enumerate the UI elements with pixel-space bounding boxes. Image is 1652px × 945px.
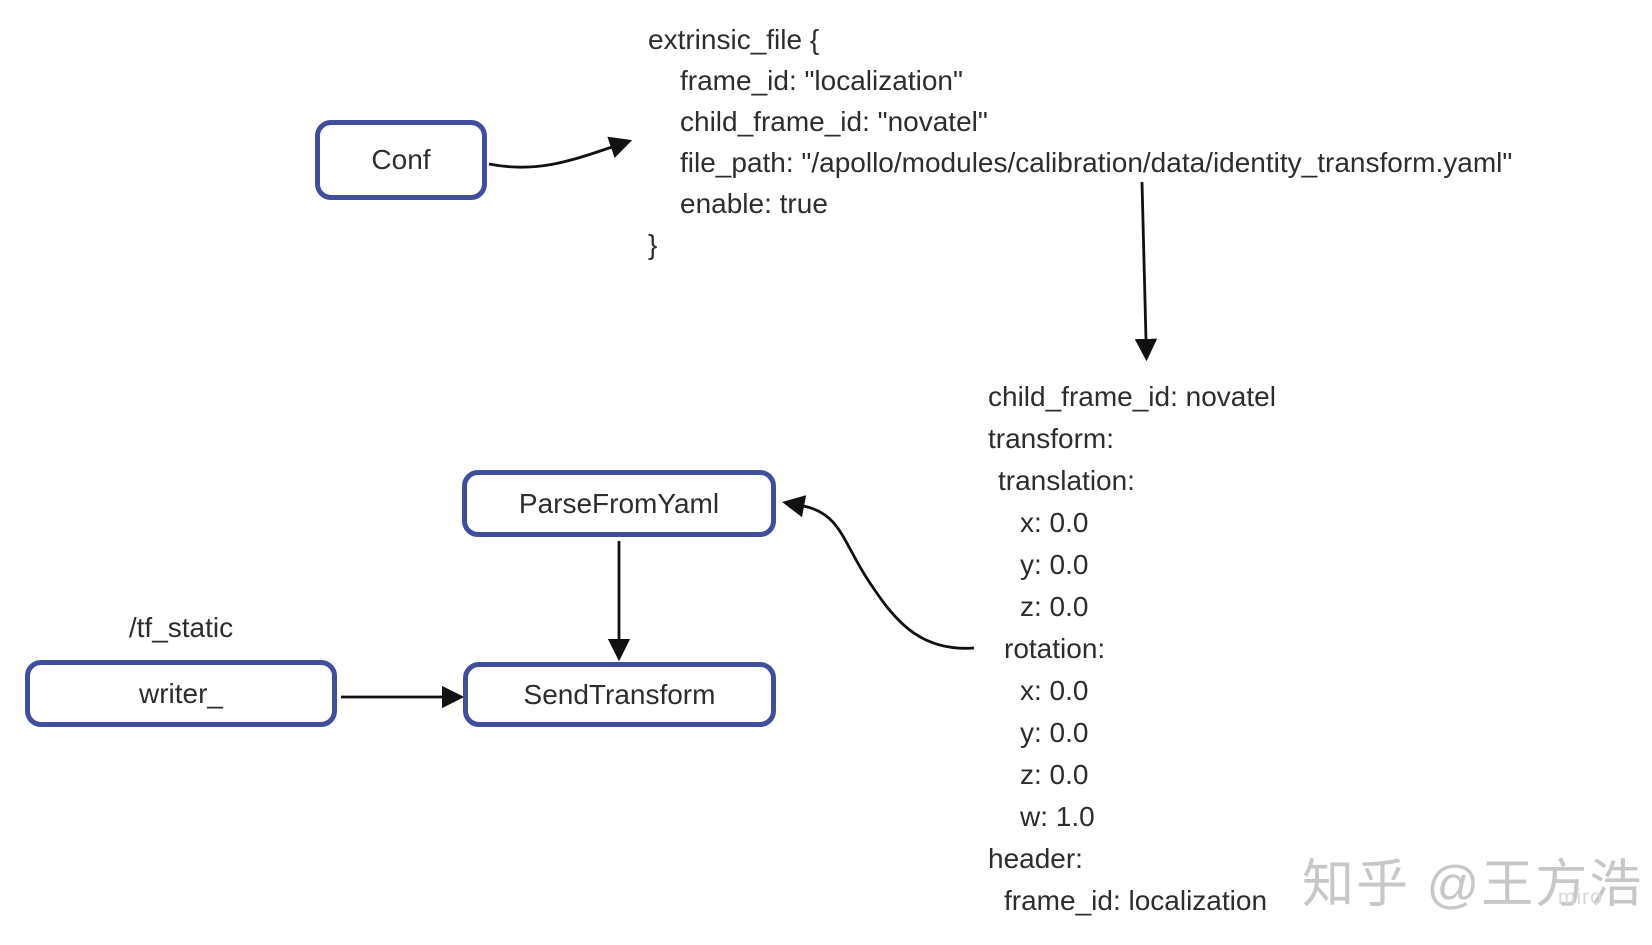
code-line: child_frame_id: novatel — [988, 381, 1276, 412]
code-line: z: 0.0 — [1020, 759, 1089, 790]
code-line: extrinsic_file { — [648, 24, 820, 55]
node-parse-from-yaml-label: ParseFromYaml — [518, 487, 720, 519]
code-line: z: 0.0 — [1020, 591, 1089, 622]
code-line: x: 0.0 — [1020, 675, 1089, 706]
code-line: y: 0.0 — [1020, 717, 1089, 748]
node-send-transform-label: SendTransform — [523, 678, 716, 710]
code-line: child_frame_id: "novatel" — [680, 106, 988, 137]
extrinsic-file-config-text: extrinsic_file { frame_id: "localization"… — [648, 19, 1512, 265]
arrow-yaml-to-parsefromyaml — [782, 495, 975, 650]
node-conf[interactable]: Conf — [315, 120, 487, 200]
code-line: header: — [988, 843, 1083, 874]
code-line: rotation: — [1004, 633, 1106, 664]
code-line: x: 0.0 — [1020, 507, 1089, 538]
identity-transform-yaml-text: child_frame_id: novatel transform: transla… — [988, 376, 1276, 922]
node-writer[interactable]: writer_ — [25, 660, 337, 727]
zhihu-watermark: 知乎 @王方浩 — [1302, 856, 1644, 914]
code-line: file_path: "/apollo/modules/calibration/… — [680, 147, 1513, 178]
code-line: frame_id: "localization" — [680, 65, 963, 96]
arrow-conf-to-config — [488, 136, 633, 169]
node-conf-label: Conf — [371, 144, 431, 175]
code-line: enable: true — [680, 188, 828, 219]
code-line: transform: — [988, 423, 1115, 454]
node-parse-from-yaml[interactable]: ParseFromYaml — [462, 470, 776, 537]
node-writer-label: writer_ — [138, 677, 223, 709]
code-line: translation: — [998, 465, 1135, 496]
code-line: w: 1.0 — [1020, 801, 1095, 832]
node-send-transform[interactable]: SendTransform — [463, 662, 776, 727]
code-line: } — [648, 229, 658, 260]
code-line: frame_id: localization — [1004, 885, 1268, 916]
code-line: y: 0.0 — [1020, 549, 1089, 580]
miro-watermark: miro — [1558, 886, 1603, 909]
tf-static-topic-label: /tf_static — [128, 612, 234, 643]
